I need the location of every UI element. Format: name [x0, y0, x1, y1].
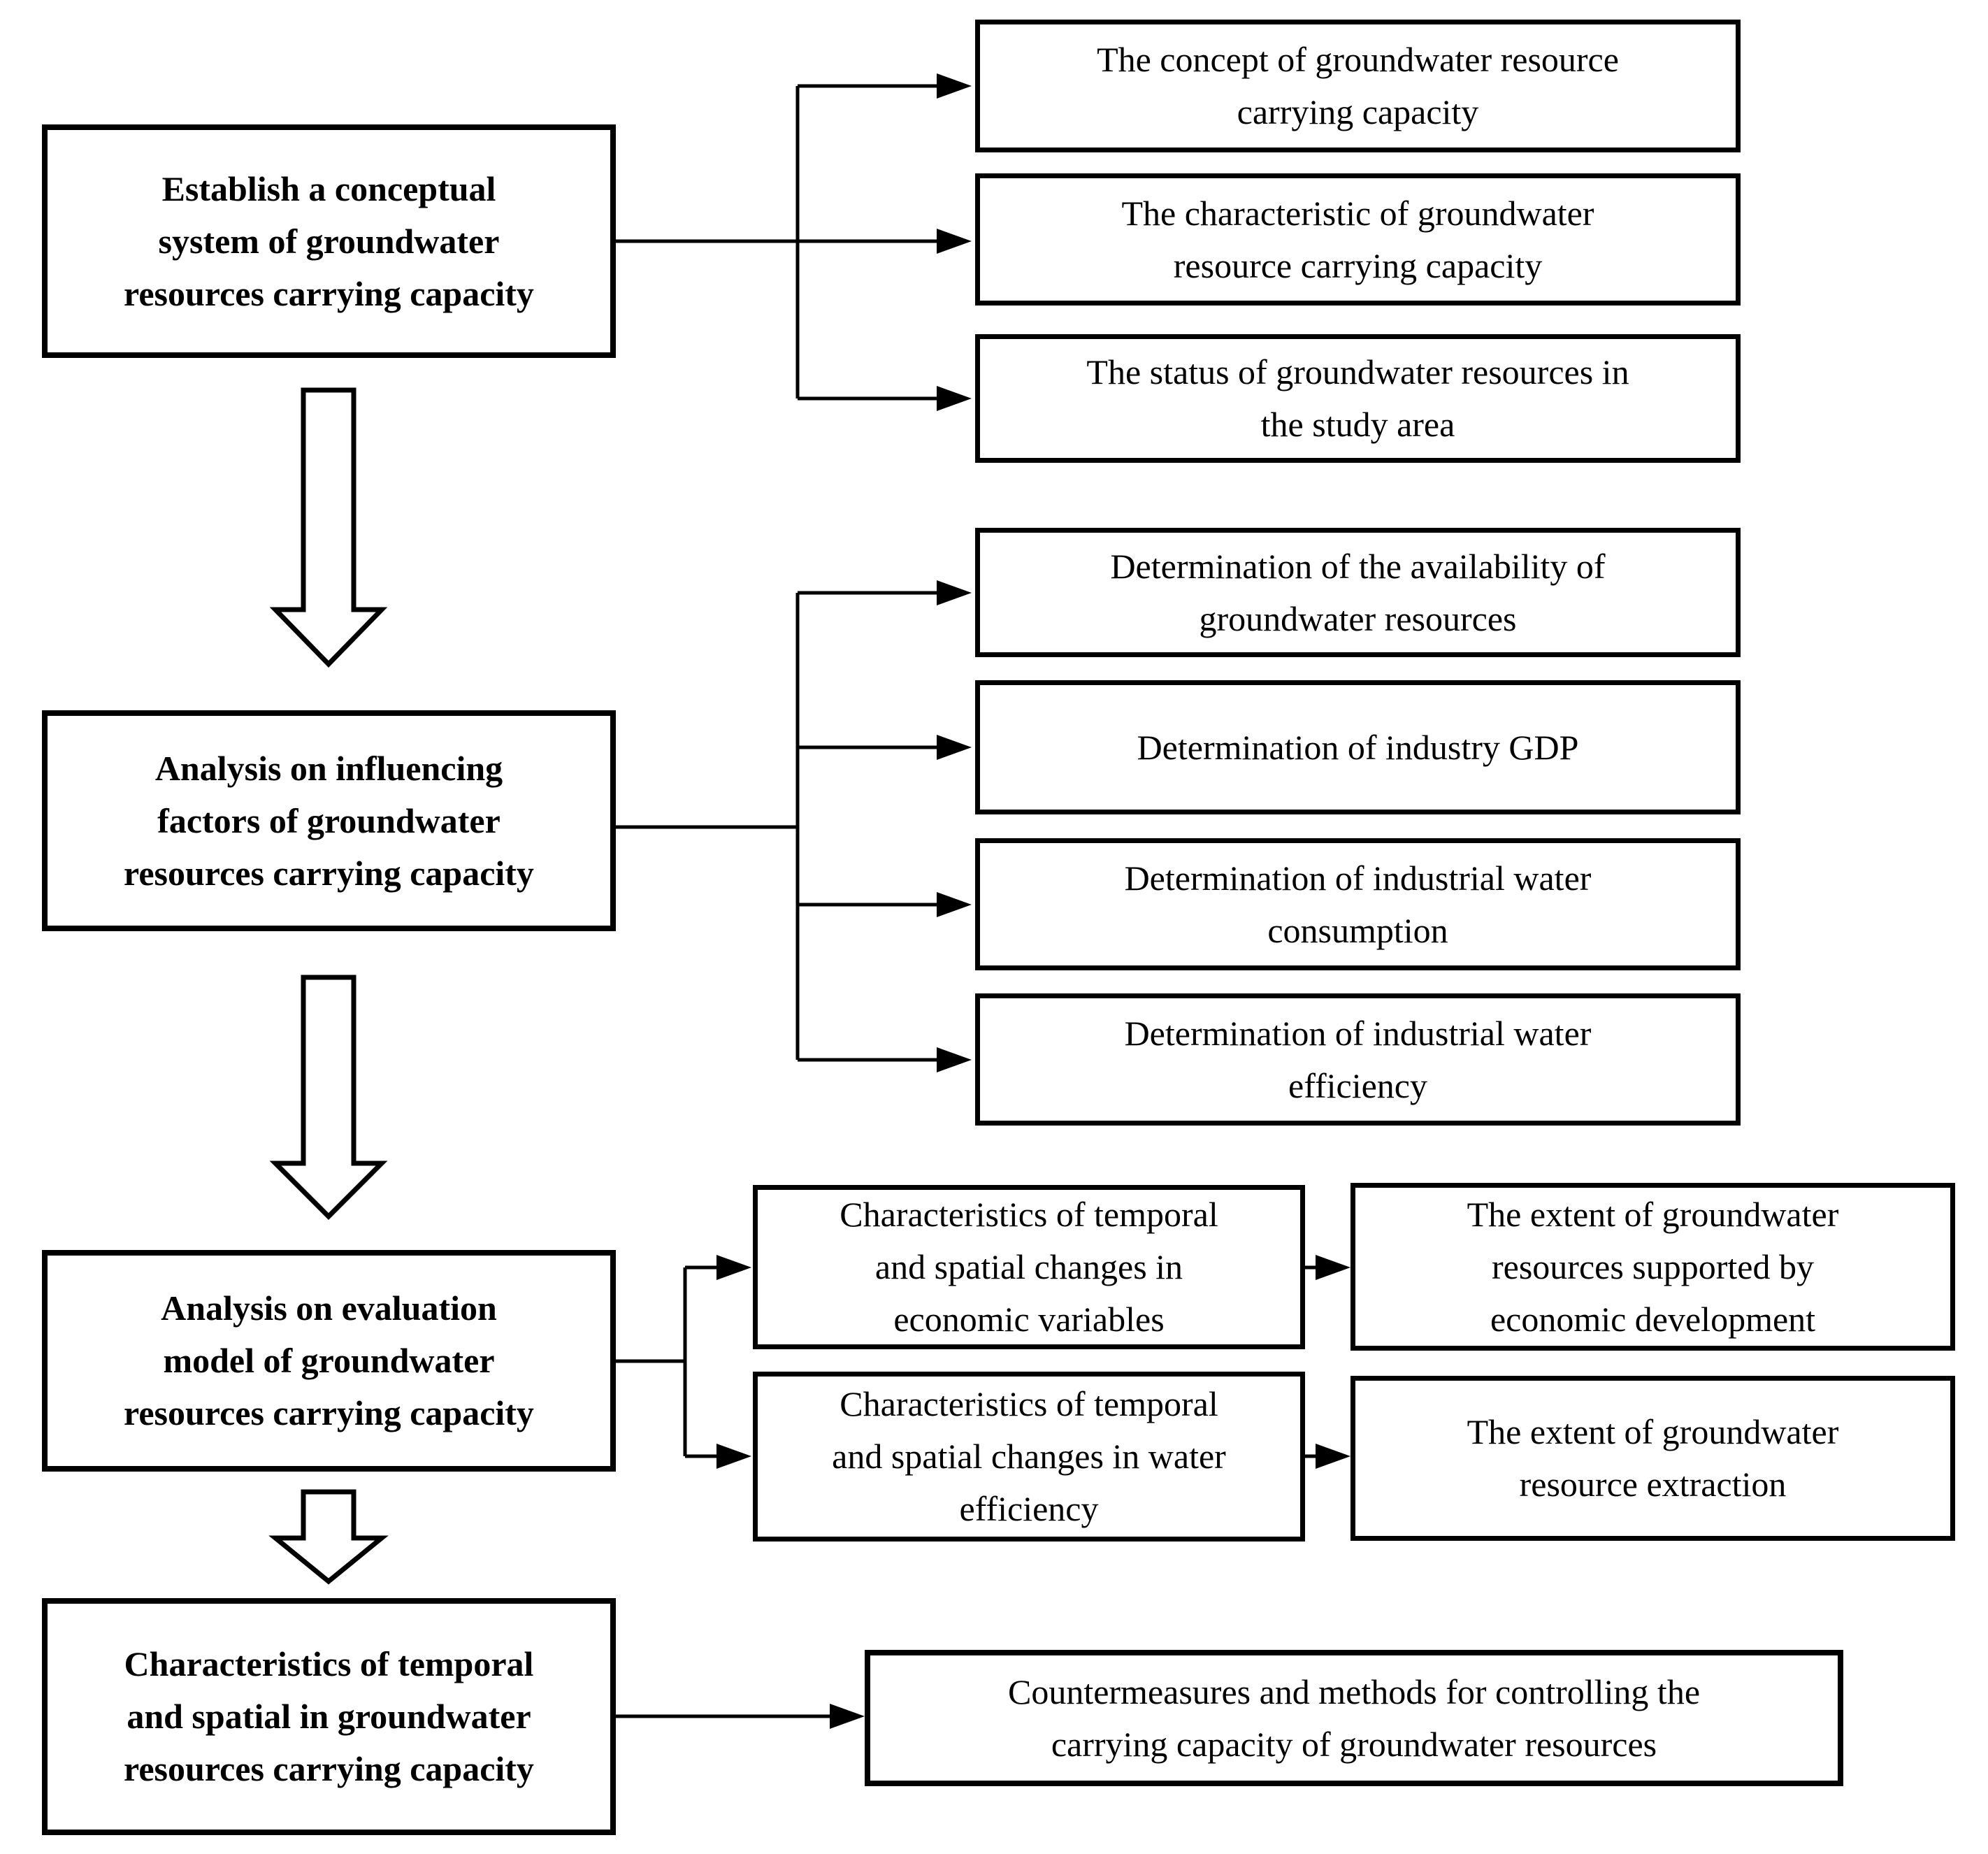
box-label: Determination of industrial water effici…: [1124, 1013, 1592, 1105]
box-label: Analysis on evaluation model of groundwa…: [124, 1288, 534, 1432]
box-establish-conceptual-system: Establish a conceptual system of groundw…: [42, 124, 616, 358]
box-temporal-spatial-characteristics: Characteristics of temporal and spatial …: [42, 1598, 616, 1835]
box-countermeasures: Countermeasures and methods for controll…: [865, 1650, 1843, 1786]
box-label: The extent of groundwater resource extra…: [1467, 1412, 1839, 1504]
group1-connector: [616, 73, 972, 411]
box-influencing-factors: Analysis on influencing factors of groun…: [42, 710, 616, 931]
box-label: Countermeasures and methods for controll…: [1007, 1672, 1701, 1764]
box-label: The concept of groundwater resource carr…: [1097, 40, 1619, 131]
box-label: The extent of groundwater resources supp…: [1467, 1194, 1839, 1339]
group3-connector: [616, 1255, 1350, 1469]
box-extent-extraction: The extent of groundwater resource extra…: [1350, 1376, 1955, 1541]
arrowhead-icon: [716, 1255, 751, 1280]
box-water-consumption-determination: Determination of industrial water consum…: [975, 838, 1741, 970]
arrowhead-icon: [937, 580, 972, 605]
box-label: Characteristics of temporal and spatial …: [832, 1384, 1226, 1528]
box-label: The characteristic of groundwater resour…: [1121, 193, 1594, 285]
arrowhead-icon: [937, 735, 972, 760]
box-label: Analysis on influencing factors of groun…: [124, 748, 534, 893]
box-availability-determination: Determination of the availability of gro…: [975, 528, 1741, 657]
arrowhead-icon: [830, 1704, 865, 1729]
arrowhead-icon: [716, 1444, 751, 1469]
arrowhead-icon: [937, 892, 972, 917]
box-industry-gdp-determination: Determination of industry GDP: [975, 680, 1741, 814]
arrowhead-icon: [937, 73, 972, 99]
box-water-efficiency-changes: Characteristics of temporal and spatial …: [753, 1372, 1305, 1542]
box-label: Determination of industrial water consum…: [1124, 858, 1592, 950]
box-status-study-area: The status of groundwater resources in t…: [975, 334, 1741, 463]
box-label: Determination of the availability of gro…: [1110, 546, 1606, 638]
box-water-efficiency-determination: Determination of industrial water effici…: [975, 993, 1741, 1126]
down-arrow-icon: [269, 975, 388, 1220]
box-label: Establish a conceptual system of groundw…: [124, 168, 534, 313]
arrowhead-icon: [937, 229, 972, 254]
box-label: The status of groundwater resources in t…: [1086, 352, 1629, 444]
box-label: Determination of industry GDP: [1137, 727, 1579, 767]
arrowhead-icon: [937, 386, 972, 411]
down-arrow-icon: [268, 1489, 389, 1585]
box-concept: The concept of groundwater resource carr…: [975, 20, 1741, 152]
group2-connector: [616, 580, 972, 1072]
box-label: Characteristics of temporal and spatial …: [840, 1195, 1218, 1339]
box-extent-supported-by-economy: The extent of groundwater resources supp…: [1350, 1183, 1955, 1351]
bottom-connector: [616, 1704, 865, 1729]
box-evaluation-model: Analysis on evaluation model of groundwa…: [42, 1250, 616, 1472]
arrowhead-icon: [1316, 1444, 1350, 1469]
box-characteristic: The characteristic of groundwater resour…: [975, 173, 1741, 306]
arrowhead-icon: [1316, 1255, 1350, 1280]
arrowhead-icon: [937, 1047, 972, 1072]
down-arrow-icon: [269, 387, 388, 668]
box-label: Characteristics of temporal and spatial …: [124, 1644, 534, 1788]
box-economic-variable-changes: Characteristics of temporal and spatial …: [753, 1185, 1305, 1349]
